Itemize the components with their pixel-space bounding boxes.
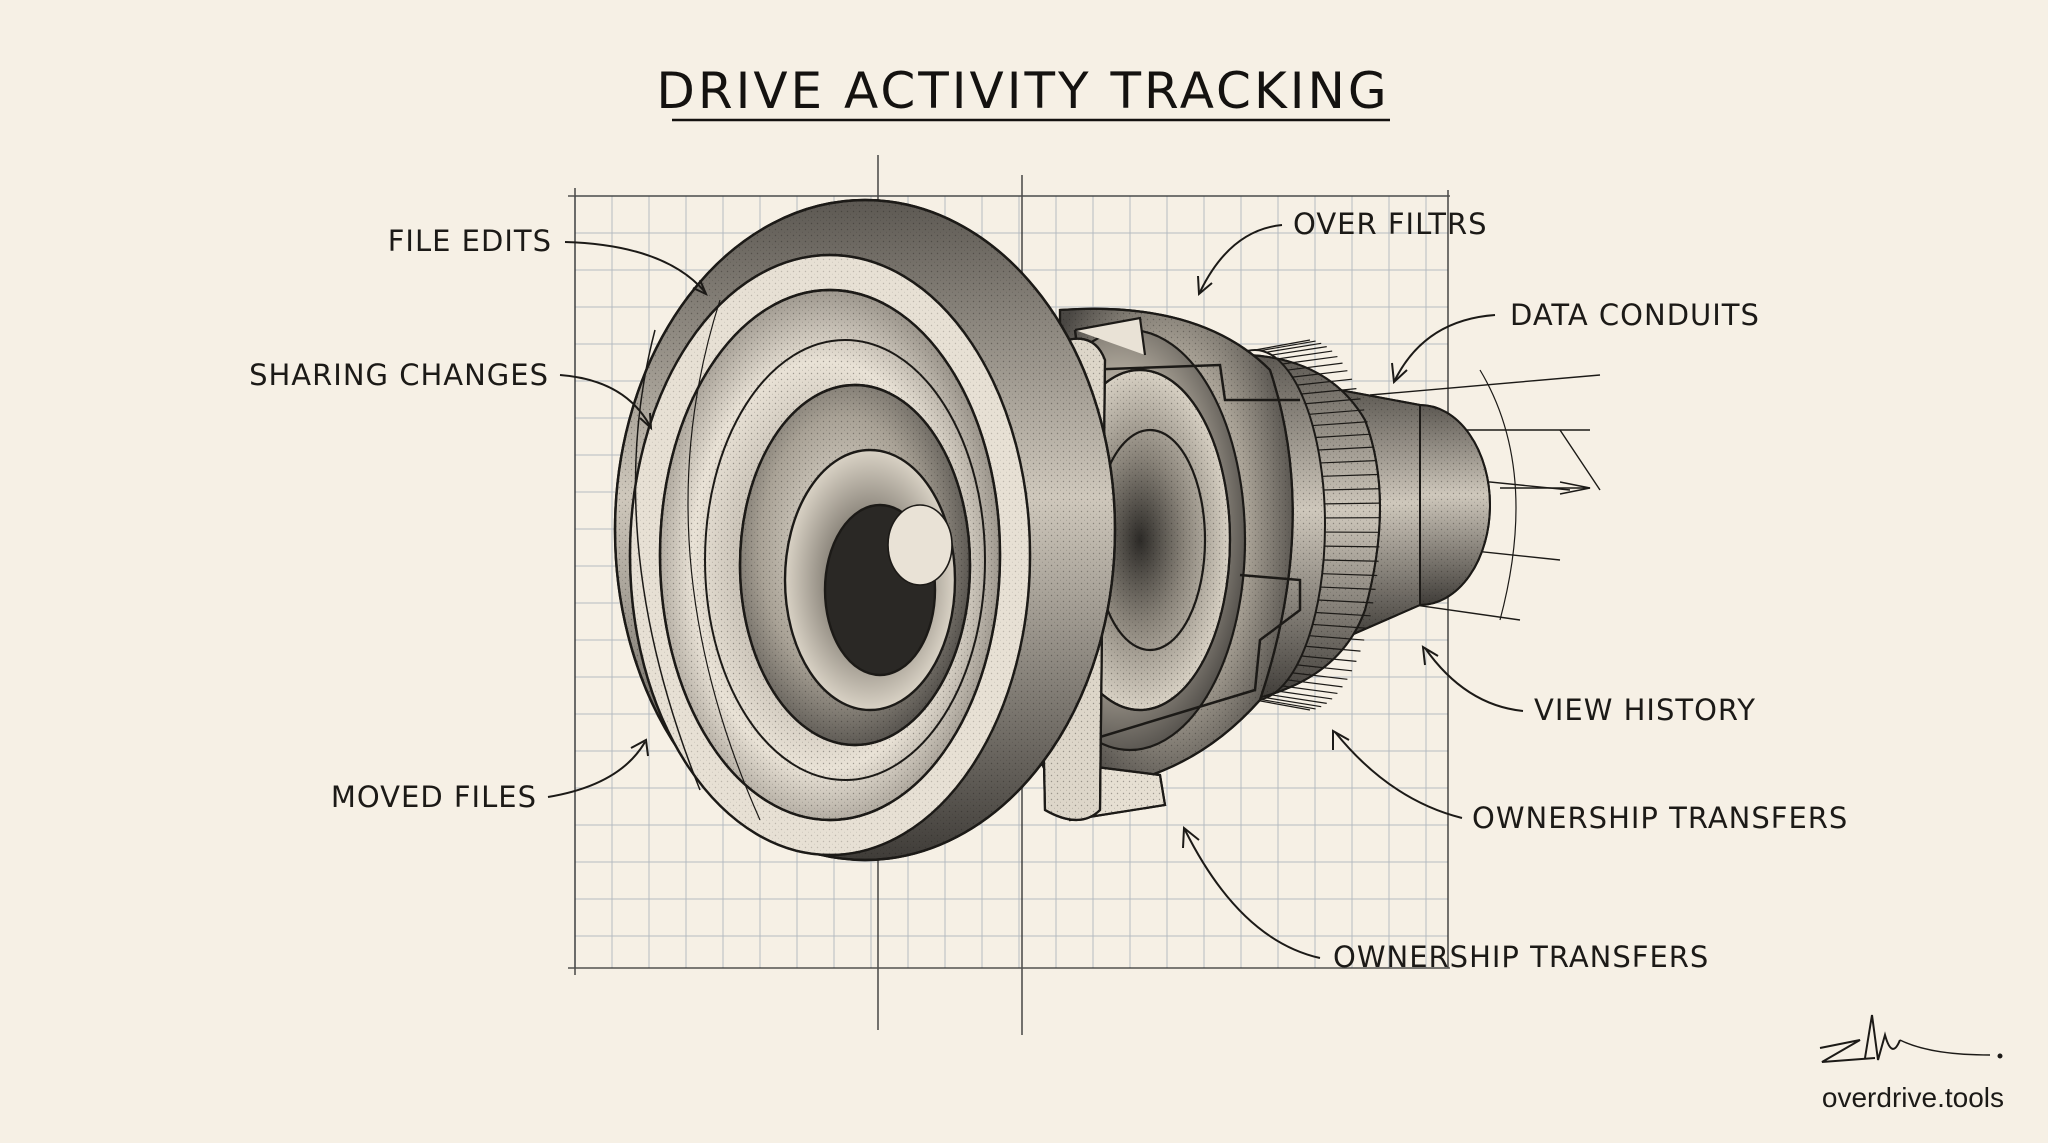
knurl-tick (1277, 690, 1333, 700)
label-file-edits: FILE EDITS (388, 224, 552, 258)
knurl-tick (1292, 672, 1348, 680)
knurl-tick (1322, 573, 1378, 577)
knurl-tick (1260, 340, 1316, 352)
label-ownership-transfers-1: OWNERSHIP TRANSFERS (1472, 801, 1848, 835)
knurl-tick (1271, 346, 1327, 356)
knurl-tick (1315, 611, 1371, 617)
diagram-title: DRIVE ACTIVITY TRACKING (656, 62, 1389, 120)
knurl-tick (1271, 694, 1327, 704)
knurl-tick (1277, 350, 1333, 360)
knurl-tick (1320, 586, 1376, 590)
knurl-tick (1287, 679, 1343, 688)
knurl-tick (1320, 460, 1376, 464)
leader-lines (547, 224, 1524, 959)
knurl-tick (1266, 342, 1322, 353)
knurl-tick (1287, 362, 1343, 371)
knurl-tick (1324, 545, 1380, 548)
knurl-tick (1254, 339, 1311, 351)
knurl-tick (1282, 685, 1338, 695)
knurl-tick (1318, 599, 1374, 604)
label-data-conduits: DATA CONDUITS (1510, 298, 1760, 332)
knurl-tick (1301, 388, 1357, 395)
knurl-tick (1309, 409, 1365, 415)
knurl-tick (1312, 623, 1368, 629)
label-moved-files: MOVED FILES (331, 780, 537, 814)
label-view-history: VIEW HISTORY (1534, 693, 1756, 727)
knurl-tick (1301, 655, 1357, 662)
knurl-tick (1323, 488, 1379, 491)
knurl-tick (1266, 697, 1322, 708)
knurl-tick (1323, 559, 1379, 562)
knurl-tick (1315, 433, 1371, 439)
brand-footer[interactable]: overdrive.tools (1821, 1082, 2004, 1113)
knurl-tick (1305, 398, 1361, 405)
knurl-tick (1322, 473, 1378, 477)
knurl-tick (1260, 698, 1316, 710)
knurl-tick (1318, 446, 1374, 451)
knurl-tick (1324, 502, 1380, 505)
knurl-tick (1296, 664, 1353, 672)
front-lens-ring (613, 198, 1117, 862)
knurl-tick (1312, 421, 1368, 427)
signature (1819, 1014, 2003, 1063)
knurl-tick (1292, 370, 1348, 378)
knurl-tick (1296, 378, 1353, 386)
label-ownership-transfers-2: OWNERSHIP TRANSFERS (1333, 940, 1709, 974)
knurl-tick (1282, 355, 1338, 365)
label-over-filtrs: OVER FILTRS (1293, 207, 1488, 241)
knurl-tick (1309, 635, 1365, 641)
knurl-tick (1254, 699, 1311, 711)
knurl-tick (1305, 645, 1361, 652)
label-sharing-changes: SHARING CHANGES (249, 358, 549, 392)
